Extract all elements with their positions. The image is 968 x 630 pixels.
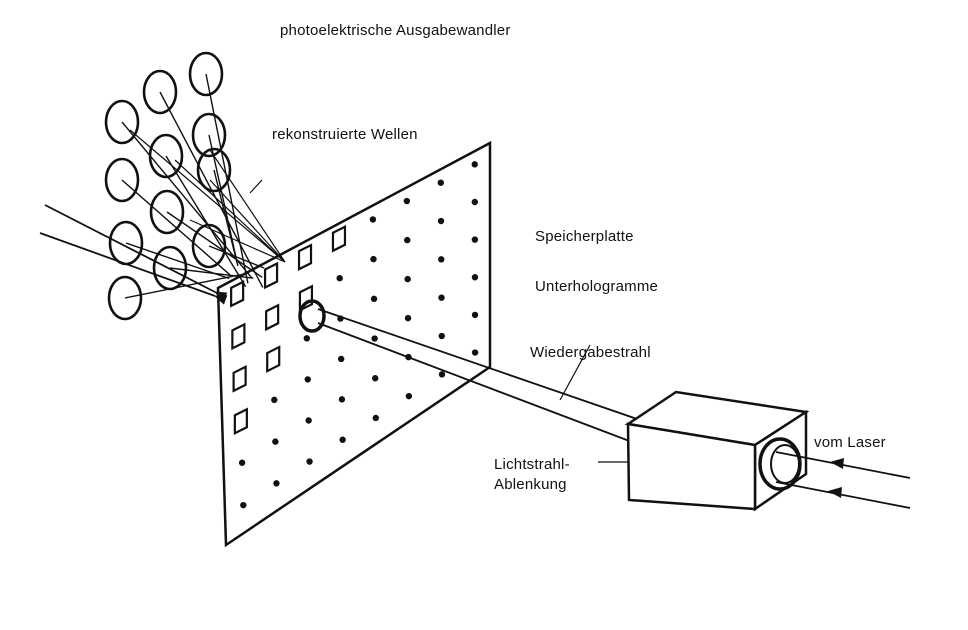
subhologram-dot: [370, 256, 376, 262]
subhologram-dot: [240, 502, 246, 508]
subhologram-dot: [472, 236, 478, 242]
label-laser: vom Laser: [814, 434, 886, 452]
subhologram-dot: [305, 417, 311, 423]
subhologram-dot: [406, 393, 412, 399]
subhologram-dot: [438, 256, 444, 262]
subhologram-dot: [304, 335, 310, 341]
subhologram-dot: [404, 276, 410, 282]
subhologram-dot: [337, 275, 343, 281]
subhologram-dot: [273, 480, 279, 486]
label-detectors: photoelektrische Ausgabewandler: [280, 22, 511, 40]
subhologram-dot: [439, 371, 445, 377]
subhologram-dot: [370, 216, 376, 222]
subhologram-dot: [405, 315, 411, 321]
subhologram-dot: [472, 349, 478, 355]
subhologram-dot: [472, 199, 478, 205]
subhologram-dot: [438, 294, 444, 300]
subhologram-dot: [339, 437, 345, 443]
subhologram-dot: [472, 161, 478, 167]
label-subholograms: Unterhologramme: [535, 278, 658, 296]
subhologram-dot: [271, 397, 277, 403]
label-storage-plate: Speicherplatte: [535, 228, 634, 246]
subhologram-dot: [306, 458, 312, 464]
subhologram-dot: [373, 415, 379, 421]
reconstructed-wave-ray: [206, 74, 248, 283]
subhologram-dot: [439, 333, 445, 339]
label-readout-beam: Wiedergabestrahl: [530, 344, 651, 362]
label-reconstructed-waves: rekonstruierte Wellen: [272, 126, 418, 144]
subhologram-dot: [472, 274, 478, 280]
outgoing-arrows: [40, 205, 215, 296]
label-deflection-line1: Lichtstrahl-: [494, 456, 570, 474]
subhologram-dot: [305, 376, 311, 382]
subhologram-dot: [438, 179, 444, 185]
label-deflection-line2: Ablenkung: [494, 476, 567, 494]
subhologram-dot: [472, 312, 478, 318]
subhologram-dot: [239, 460, 245, 466]
subhologram-dot: [438, 218, 444, 224]
subhologram-dot: [371, 296, 377, 302]
subhologram-dot: [338, 356, 344, 362]
subhologram-dot: [404, 198, 410, 204]
subhologram-dot: [272, 438, 278, 444]
reconstructed-wave-ray: [170, 268, 253, 278]
light-beam-deflector: [628, 392, 806, 509]
subhologram-dot: [339, 396, 345, 402]
storage-plate: [218, 143, 490, 545]
subhologram-dot: [404, 237, 410, 243]
subhologram-dot: [372, 375, 378, 381]
subhologram-dot: [371, 335, 377, 341]
